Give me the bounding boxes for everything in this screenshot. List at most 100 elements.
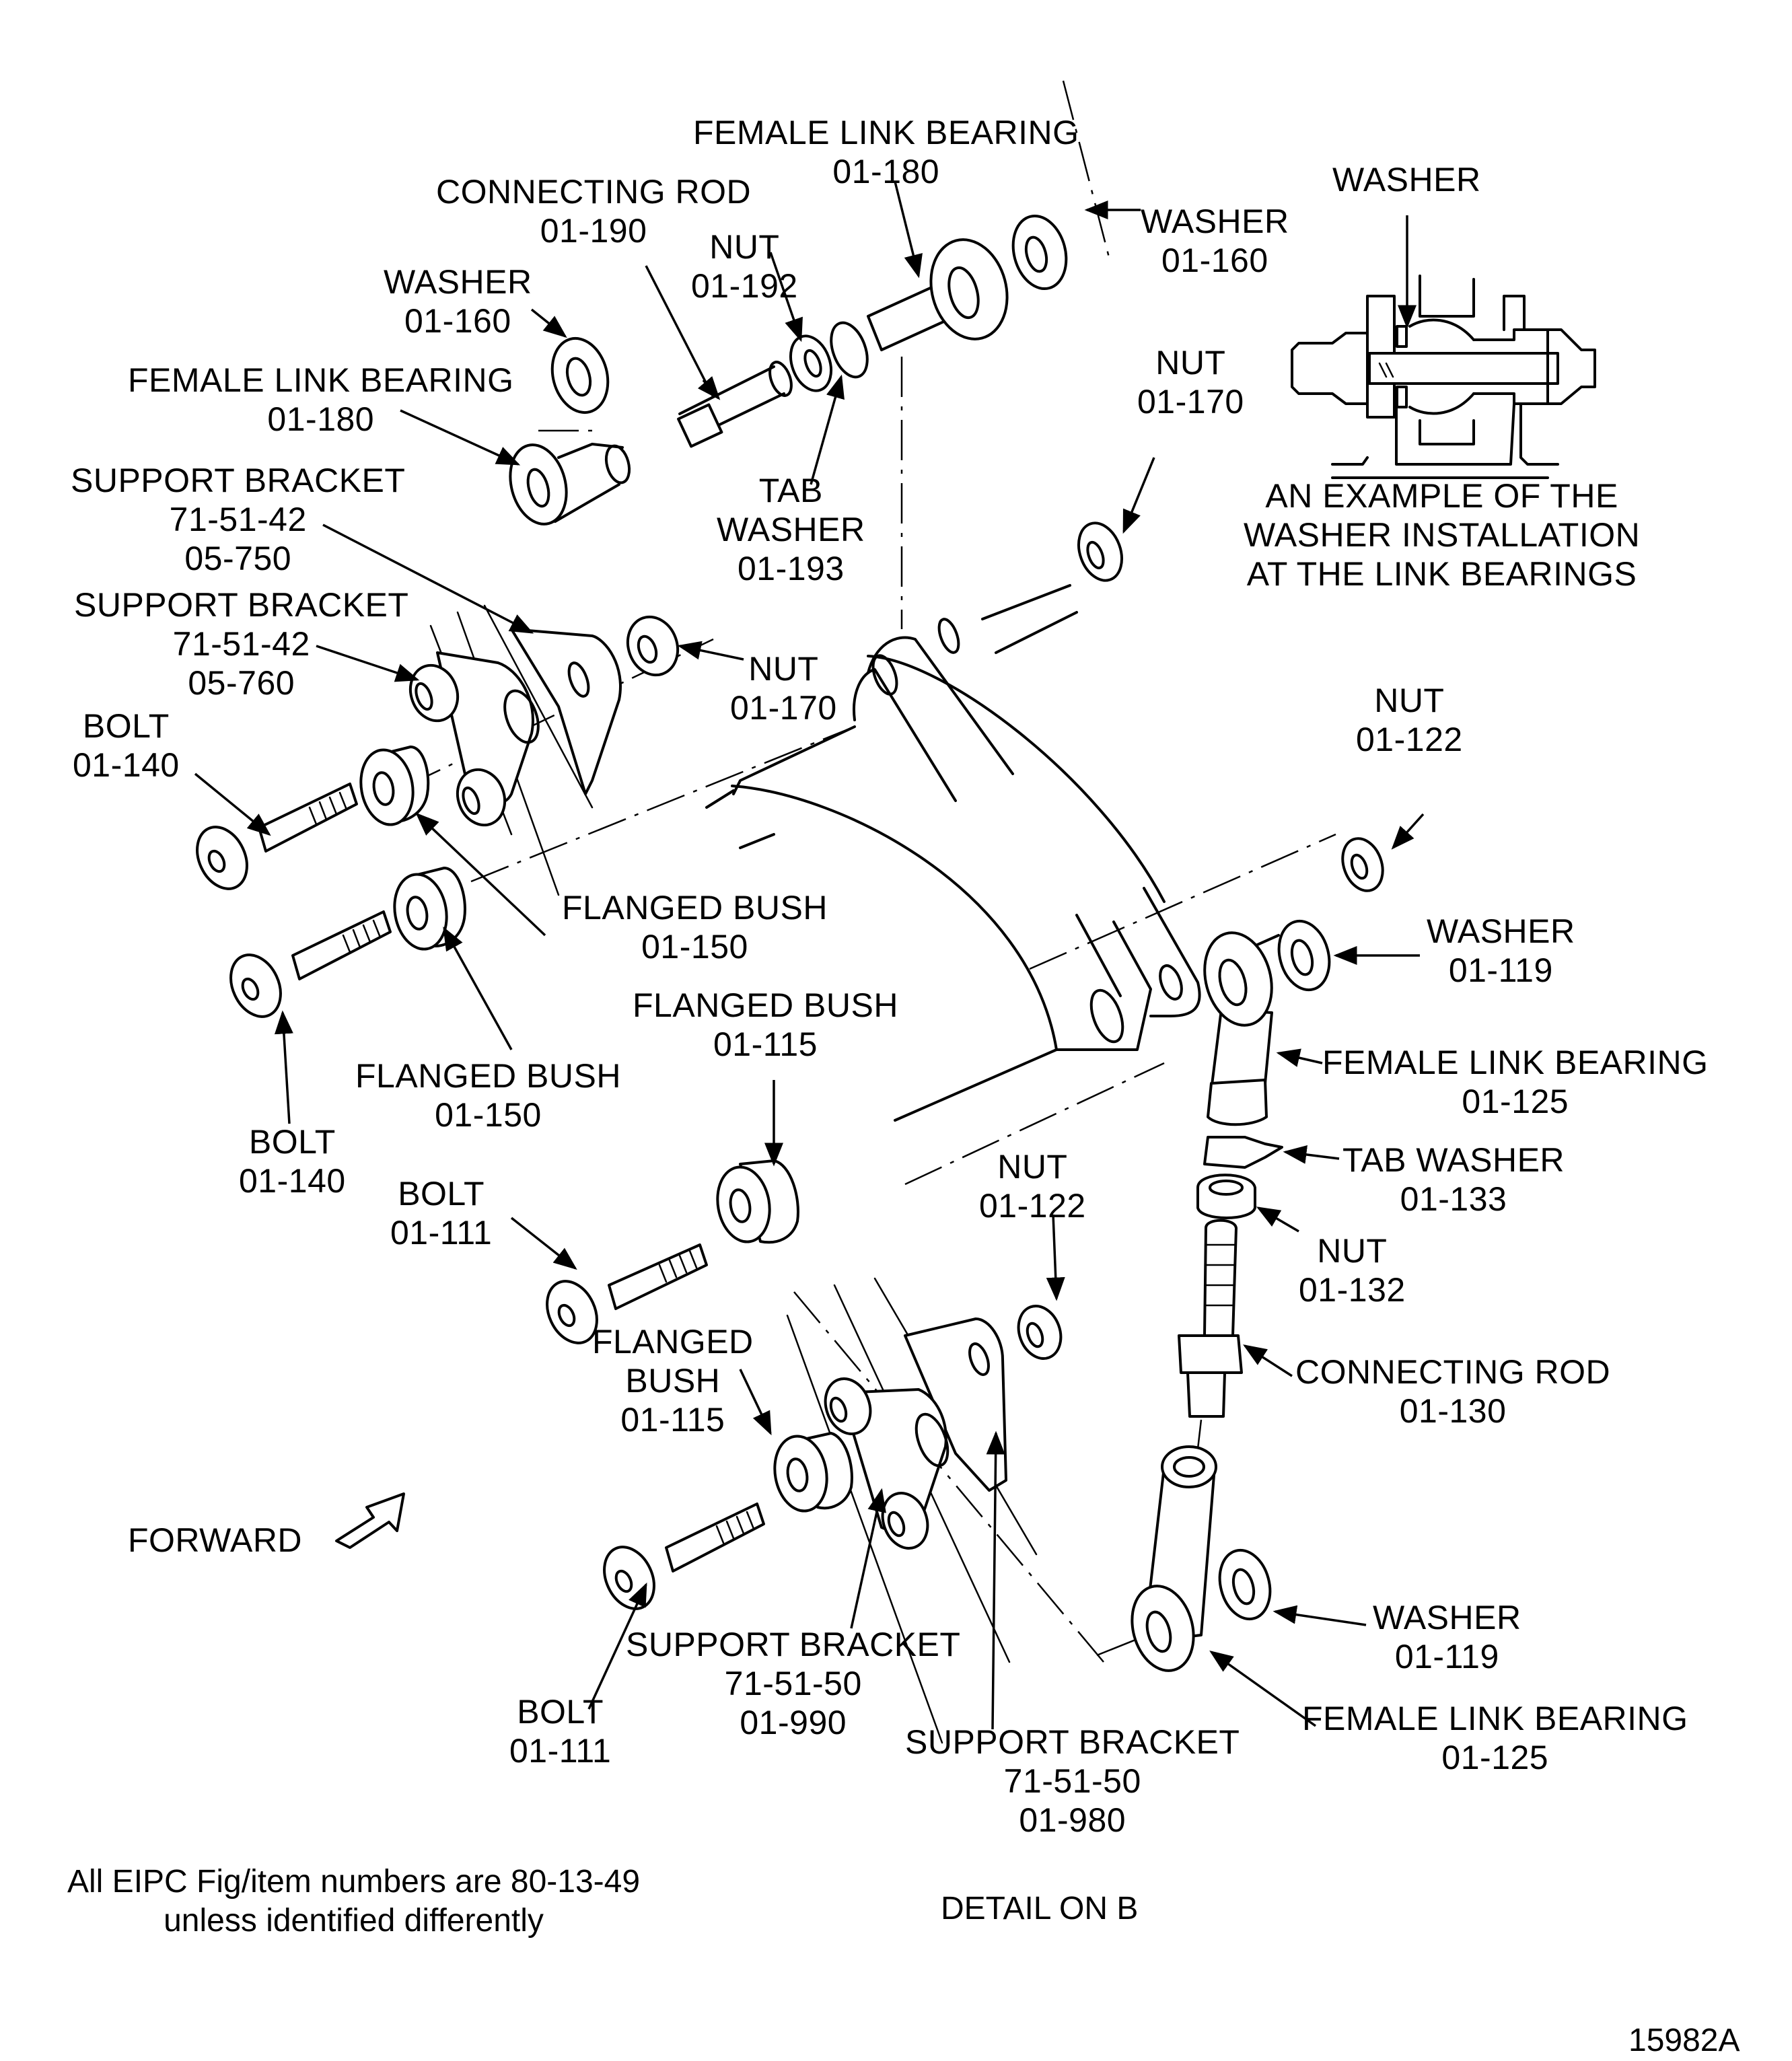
part-item: 01-140 bbox=[239, 1162, 346, 1200]
part-item: 01-115 bbox=[620, 1401, 725, 1439]
part-item: 01-125 bbox=[1462, 1083, 1569, 1120]
callout-tab-washer-01-193: TAB WASHER 01-193 bbox=[717, 471, 865, 588]
callout-support-bracket-01-980: SUPPORT BRACKET 71-51-50 01-980 bbox=[905, 1723, 1240, 1840]
part-item: 01-170 bbox=[730, 689, 837, 727]
inset-callout-text: WASHER bbox=[1332, 161, 1481, 198]
part-item: 01-193 bbox=[737, 550, 845, 587]
callout-support-bracket-05-750: SUPPORT BRACKET 71-51-42 05-750 bbox=[71, 461, 405, 578]
part-item: 01-170 bbox=[1137, 383, 1244, 421]
callout-bolt-01-140-upper: BOLT 01-140 bbox=[73, 707, 180, 785]
part-name: NUT bbox=[1374, 682, 1445, 719]
callout-female-link-bearing-01-125-lower: FEMALE LINK BEARING 01-125 bbox=[1302, 1699, 1688, 1777]
part-ref: 71-51-50 bbox=[1003, 1762, 1141, 1800]
inset-caption-line: WASHER INSTALLATION bbox=[1244, 516, 1641, 554]
callout-flanged-bush-01-115-upper: FLANGED BUSH 01-115 bbox=[633, 986, 898, 1064]
part-name: BOLT bbox=[82, 707, 170, 745]
part-name: NUT bbox=[709, 228, 780, 266]
forward-arrow-icon bbox=[335, 1492, 405, 1549]
callout-bolt-01-111-lower: BOLT 01-111 bbox=[509, 1692, 611, 1770]
part-name: SUPPORT BRACKET bbox=[71, 462, 406, 499]
part-name: NUT bbox=[1155, 344, 1226, 382]
part-item: 05-760 bbox=[188, 664, 295, 702]
part-item: 01-111 bbox=[390, 1214, 493, 1252]
eipc-note-line: All EIPC Fig/item numbers are 80-13-49 bbox=[67, 1864, 641, 1900]
part-item: 01-119 bbox=[1394, 1638, 1499, 1675]
part-item: 01-150 bbox=[641, 928, 748, 966]
detail-title: DETAIL ON B bbox=[941, 1891, 1139, 1926]
part-name: FEMALE LINK BEARING bbox=[128, 361, 514, 399]
callout-washer-01-160-right: WASHER 01-160 bbox=[1141, 202, 1289, 280]
inset-caption: AN EXAMPLE OF THE WASHER INSTALLATION AT… bbox=[1244, 476, 1640, 593]
part-name: FEMALE LINK BEARING bbox=[1322, 1044, 1709, 1081]
part-name: TAB WASHER bbox=[1342, 1141, 1565, 1179]
callout-support-bracket-01-990: SUPPORT BRACKET 71-51-50 01-990 bbox=[626, 1625, 960, 1742]
callout-flanged-bush-01-150-upper: FLANGED BUSH 01-150 bbox=[562, 888, 828, 966]
part-item: 01-150 bbox=[435, 1096, 542, 1134]
callout-support-bracket-05-760: SUPPORT BRACKET 71-51-42 05-760 bbox=[74, 585, 408, 702]
part-item: 01-133 bbox=[1400, 1180, 1507, 1218]
part-name: WASHER bbox=[1141, 203, 1289, 240]
part-item: 01-160 bbox=[1161, 242, 1268, 279]
part-item: 01-122 bbox=[979, 1187, 1086, 1225]
part-name: TAB bbox=[758, 472, 823, 509]
part-item: 01-111 bbox=[509, 1732, 612, 1770]
part-item: 01-990 bbox=[740, 1704, 847, 1741]
part-name: SUPPORT BRACKET bbox=[626, 1626, 961, 1663]
right-link-assembly bbox=[1131, 837, 1384, 1672]
callout-tab-washer-01-133: TAB WASHER 01-133 bbox=[1342, 1141, 1565, 1219]
part-name: FLANGED BUSH bbox=[562, 889, 828, 927]
part-item: 01-190 bbox=[540, 212, 647, 250]
part-item: 01-130 bbox=[1399, 1392, 1507, 1430]
forward-label: FORWARD bbox=[128, 1521, 302, 1560]
part-item: 01-192 bbox=[691, 267, 798, 305]
callout-nut-01-170-mid: NUT 01-170 bbox=[730, 649, 837, 727]
callout-nut-01-170-upper: NUT 01-170 bbox=[1137, 343, 1244, 421]
part-name: NUT bbox=[748, 650, 819, 688]
part-name: FLANGED BUSH bbox=[355, 1057, 621, 1095]
callout-nut-01-132: NUT 01-132 bbox=[1299, 1231, 1406, 1309]
callout-bolt-01-140-lower: BOLT 01-140 bbox=[239, 1122, 346, 1200]
washer-installation-inset bbox=[1291, 215, 1596, 479]
part-name: BOLT bbox=[398, 1175, 485, 1213]
part-item: 01-160 bbox=[404, 302, 511, 340]
part-item: 05-750 bbox=[184, 540, 292, 577]
inset-caption-line: AN EXAMPLE OF THE bbox=[1265, 477, 1618, 515]
part-ref: 71-51-42 bbox=[169, 501, 307, 538]
part-item: 01-140 bbox=[73, 746, 180, 784]
part-name: WASHER bbox=[1373, 1599, 1521, 1636]
callout-bolt-01-111-upper: BOLT 01-111 bbox=[390, 1174, 492, 1252]
part-name: WASHER bbox=[384, 263, 532, 301]
part-name: FLANGED bbox=[592, 1323, 754, 1361]
part-name: FEMALE LINK BEARING bbox=[693, 114, 1079, 151]
upper-link-assembly bbox=[509, 214, 1123, 582]
callout-connecting-rod-01-130: CONNECTING ROD 01-130 bbox=[1295, 1352, 1610, 1431]
lower-bracket-cluster bbox=[546, 1159, 1063, 1744]
part-ref: 71-51-42 bbox=[172, 625, 310, 663]
part-item: 01-115 bbox=[713, 1025, 818, 1063]
center-lines bbox=[403, 80, 1336, 1663]
part-name: SUPPORT BRACKET bbox=[74, 586, 409, 624]
callout-female-link-bearing-left: FEMALE LINK BEARING 01-180 bbox=[128, 361, 514, 439]
part-name: WASHER bbox=[717, 511, 865, 548]
eipc-note-line: unless identified differently bbox=[164, 1903, 544, 1939]
callout-washer-01-160-left: WASHER 01-160 bbox=[384, 262, 532, 340]
part-item: 01-132 bbox=[1299, 1271, 1406, 1309]
part-item: 01-980 bbox=[1019, 1801, 1126, 1839]
part-item: 01-119 bbox=[1448, 951, 1553, 989]
part-name: FLANGED BUSH bbox=[633, 986, 898, 1024]
part-item: 01-180 bbox=[267, 400, 375, 438]
part-ref: 71-51-50 bbox=[724, 1665, 862, 1702]
part-name: CONNECTING ROD bbox=[436, 173, 752, 211]
eipc-note: All EIPC Fig/item numbers are 80-13-49 u… bbox=[67, 1863, 640, 1941]
part-name: WASHER bbox=[1427, 912, 1575, 950]
callout-female-link-bearing-top: FEMALE LINK BEARING 01-180 bbox=[693, 113, 1079, 191]
callout-nut-01-192: NUT 01-192 bbox=[691, 227, 798, 305]
part-item: 01-122 bbox=[1356, 721, 1463, 758]
callout-washer-01-119-lower: WASHER 01-119 bbox=[1373, 1598, 1521, 1676]
forward-text: FORWARD bbox=[128, 1521, 303, 1559]
callout-nut-01-122-lower: NUT 01-122 bbox=[979, 1147, 1086, 1225]
part-name: NUT bbox=[1317, 1232, 1388, 1270]
callout-nut-01-122-right: NUT 01-122 bbox=[1356, 681, 1463, 759]
part-name: FEMALE LINK BEARING bbox=[1302, 1700, 1688, 1737]
